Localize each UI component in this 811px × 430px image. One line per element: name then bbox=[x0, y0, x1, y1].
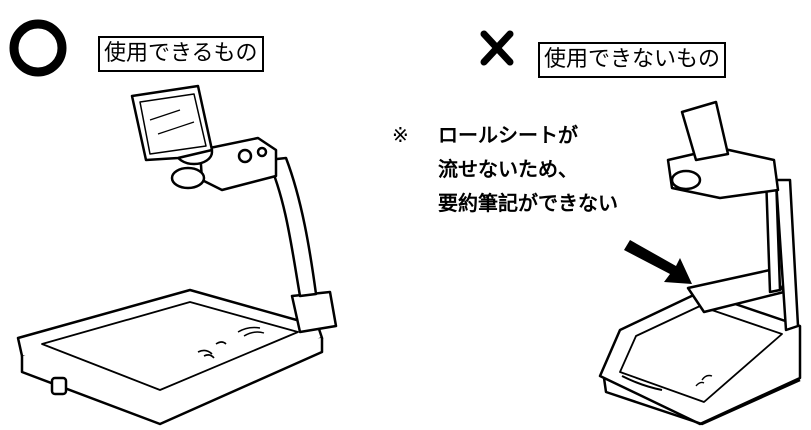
note-line-1: ※ロールシートが bbox=[392, 118, 618, 152]
circle-mark-icon bbox=[9, 19, 67, 77]
projector-unusable-illustration bbox=[598, 100, 802, 426]
note-mark: ※ bbox=[392, 123, 409, 147]
note-line-2: 流せないため、 bbox=[438, 157, 578, 181]
note-line-3: 要約筆記ができない bbox=[438, 191, 618, 215]
cross-mark-icon bbox=[480, 30, 514, 66]
pointer-arrow-icon bbox=[624, 240, 692, 284]
unusable-label: 使用できないもの bbox=[538, 42, 727, 78]
usable-label: 使用できるもの bbox=[98, 36, 264, 72]
reason-note: ※ロールシートが 流せないため、 要約筆記ができない bbox=[392, 118, 618, 220]
projector-usable-illustration bbox=[16, 84, 338, 426]
